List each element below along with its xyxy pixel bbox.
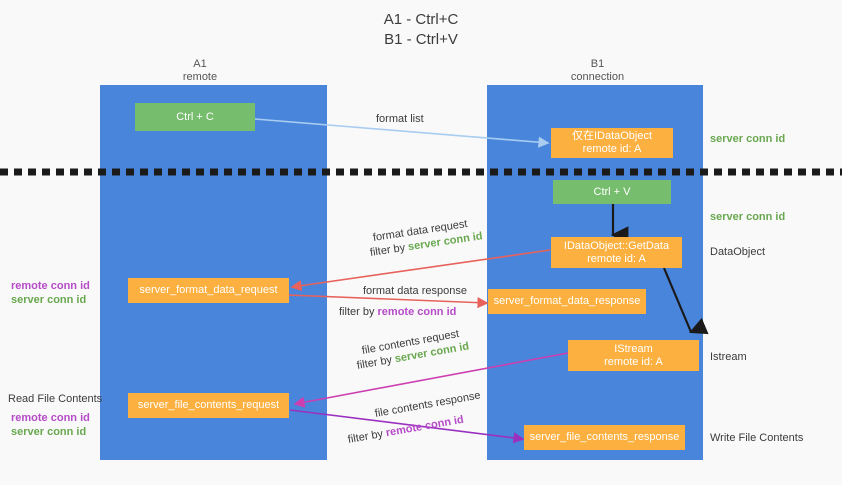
box-getdata-line1: IDataObject::GetData — [563, 239, 670, 252]
box-idataobject-getdata[interactable]: IDataObject::GetData remote id: A — [551, 237, 682, 268]
right-note-istream: Istream — [710, 351, 747, 363]
box-idataobject-line2: remote id: A — [582, 143, 642, 155]
right-note-write-file-contents: Write File Contents — [710, 432, 804, 444]
box-server-file-contents-request[interactable]: server_file_contents_request — [128, 393, 289, 418]
box-idataobject[interactable]: 仅在IDataObject remote id: A — [551, 128, 673, 158]
edge-label-file-contents-response: file contents response — [373, 389, 482, 420]
title-line-1: A1 - Ctrl+C — [383, 11, 459, 28]
column-header-a1: A1 remote — [100, 58, 300, 84]
box-ctrl-c-label: Ctrl + C — [176, 110, 214, 123]
left-note-server-conn-id-mid: server conn id — [11, 294, 87, 306]
box-getdata-line2: remote id: A — [587, 252, 646, 265]
filter-key-remote-conn-id: remote conn id — [377, 306, 457, 318]
filter-prefix: filter by — [339, 306, 378, 318]
left-note-remote-conn-id-mid: remote conn id — [11, 280, 90, 292]
column-b1-name: B1 — [590, 58, 605, 70]
box-istream-line2: remote id: A — [604, 355, 663, 368]
box-server-format-data-response-label: server_format_data_response — [493, 295, 641, 307]
left-note-server-conn-id-bottom: server conn id — [11, 426, 87, 438]
box-server-file-contents-response-label: server_file_contents_response — [529, 431, 680, 443]
right-note-dataobject: DataObject — [710, 246, 766, 258]
right-note-server-conn-id-mid: server conn id — [710, 211, 786, 223]
box-istream[interactable]: IStream remote id: A — [568, 340, 699, 371]
column-header-b1: B1 connection — [490, 58, 705, 84]
page-title: A1 - Ctrl+C B1 - Ctrl+V — [0, 10, 842, 50]
box-ctrl-v-label: Ctrl + V — [593, 185, 631, 198]
box-server-format-data-request[interactable]: server_format_data_request — [128, 278, 289, 303]
filter-key-remote-conn-id: remote conn id — [384, 413, 465, 440]
column-b1-sub: connection — [570, 71, 625, 83]
box-server-file-contents-request-label: server_file_contents_request — [137, 399, 280, 411]
filter-prefix: filter by — [346, 427, 387, 446]
box-server-format-data-response[interactable]: server_format_data_response — [488, 289, 646, 314]
left-note-remote-conn-id-bottom: remote conn id — [11, 412, 90, 424]
box-istream-line1: IStream — [614, 342, 653, 355]
left-note-read-file-contents: Read File Contents — [8, 393, 103, 405]
title-line-2: B1 - Ctrl+V — [384, 31, 458, 48]
edge-label-file-contents-response-filter: filter by remote conn id — [347, 413, 465, 447]
right-note-server-conn-id-top: server conn id — [710, 133, 786, 145]
box-server-file-contents-response[interactable]: server_file_contents_response — [524, 425, 685, 450]
box-idataobject-line1: 仅在IDataObject — [571, 130, 653, 142]
edge-label-format-list: format list — [376, 113, 424, 125]
edge-label-format-data-response-filter: filter by remote conn id — [339, 305, 456, 319]
box-ctrl-c[interactable]: Ctrl + C — [135, 103, 255, 131]
column-a1-sub: remote — [182, 71, 218, 83]
box-ctrl-v[interactable]: Ctrl + V — [553, 180, 671, 204]
edge-label-format-data-response: format data response — [363, 285, 467, 297]
box-server-format-data-request-label: server_format_data_request — [139, 284, 278, 296]
column-a1-name: A1 — [193, 58, 207, 70]
